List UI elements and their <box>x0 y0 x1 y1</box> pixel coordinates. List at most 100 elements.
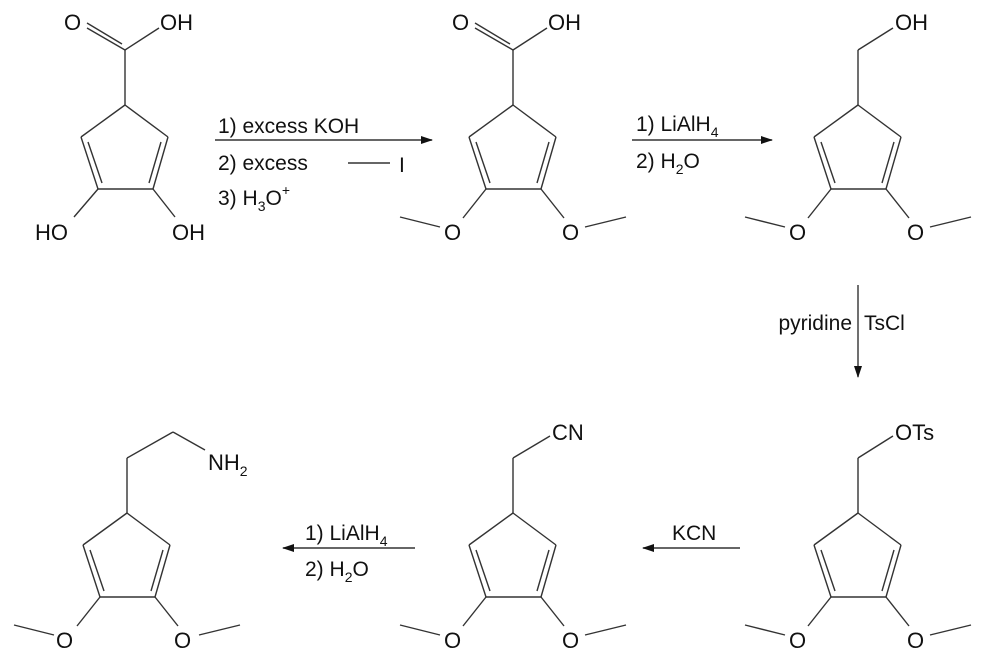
o-text: O <box>352 558 368 581</box>
tosylate-label: OTs <box>895 420 934 445</box>
ring-double-bond <box>813 136 832 190</box>
methoxy-left-oxygen: O <box>444 628 461 653</box>
ring-bond <box>857 512 902 546</box>
c-o-bond <box>885 596 910 627</box>
nitrile-label: CN <box>552 420 584 445</box>
o-methyl-bond <box>744 216 786 228</box>
c-o-bond <box>540 596 565 627</box>
acid-hydroxyl-label: OH <box>548 10 581 35</box>
hydroxyl-label: OH <box>895 10 928 35</box>
o-methyl-bond <box>584 216 627 228</box>
o-text: O <box>265 187 281 210</box>
carbonyl-oxygen-label: O <box>64 10 81 35</box>
ring-double-bond <box>80 136 99 190</box>
ring-double-bond <box>152 136 169 190</box>
methoxy-right-oxygen: O <box>174 628 191 653</box>
h-text: 3) H <box>218 187 258 210</box>
ring-double-bond-inner <box>150 549 164 592</box>
c-o-bond <box>73 188 99 218</box>
methoxy-left-oxygen: O <box>789 628 806 653</box>
ring-double-bond-inner <box>881 141 895 184</box>
ring-double-bond-inner <box>536 141 550 184</box>
carbonyl-oxygen-label: O <box>452 10 469 35</box>
ring-bond <box>468 104 514 138</box>
step5-reagent-2: 2) H2O <box>305 558 369 585</box>
ring-bond <box>857 104 902 138</box>
ring-double-bond <box>154 544 171 598</box>
ring-bond <box>124 104 169 138</box>
c-o-bond <box>807 188 832 219</box>
c-o-bond <box>462 188 487 219</box>
c-oh-bond <box>124 27 160 51</box>
o-methyl-bond <box>399 216 441 228</box>
o-methyl-bond <box>744 624 786 636</box>
ring-bond <box>126 512 171 546</box>
c-o-bond <box>807 596 832 627</box>
subscript: 3 <box>258 198 266 214</box>
ring-bond <box>468 512 514 546</box>
ring-double-bond-inner <box>820 549 836 592</box>
hydroxyl-left-label: HO <box>35 220 68 245</box>
o-methyl-bond <box>198 624 241 636</box>
ring-double-bond <box>540 136 557 190</box>
lialh-text: 1) LiAlH <box>305 522 380 545</box>
o-methyl-bond <box>929 216 972 228</box>
amine-nh: NH <box>208 450 240 475</box>
bonds-layer <box>13 22 972 636</box>
ring-bond <box>512 104 557 138</box>
subscript: 4 <box>711 124 719 140</box>
step2-reagent-1: 1) LiAlH4 <box>636 113 719 140</box>
c-oh-bond <box>512 27 548 51</box>
ring-bond <box>512 512 557 546</box>
methoxy-left-oxygen: O <box>56 628 73 653</box>
o-methyl-bond <box>399 624 441 636</box>
step1-reagent-1: 1) excess KOH <box>218 115 359 138</box>
ring-double-bond-inner <box>475 141 491 184</box>
ring-double-bond <box>82 544 101 598</box>
amine-subscript: 2 <box>240 463 248 479</box>
ring-double-bond <box>813 544 832 598</box>
step2-reagent-2: 2) H2O <box>636 150 700 177</box>
ring-double-bond-inner <box>89 549 105 592</box>
methoxy-left-oxygen: O <box>444 220 461 245</box>
c-o-bond <box>885 188 910 219</box>
superscript: + <box>282 182 290 198</box>
ring-bond <box>813 512 859 546</box>
c-o-bond <box>154 596 179 627</box>
step3-reagent-right: TsCl <box>864 312 905 335</box>
c-c-bond <box>126 431 174 459</box>
ring-bond <box>82 512 128 546</box>
o-methyl-bond <box>584 624 627 636</box>
ring-double-bond-inner <box>881 549 895 592</box>
o-methyl-bond <box>929 624 972 636</box>
c-o-bond <box>540 188 565 219</box>
c-x-bond <box>857 435 894 459</box>
h-text: 2) H <box>636 150 676 173</box>
ring-double-bond-inner <box>536 549 550 592</box>
c-o-bond <box>462 596 487 627</box>
c-o-bond <box>76 596 101 627</box>
o-methyl-bond <box>13 624 55 636</box>
methoxy-right-oxygen: O <box>907 628 924 653</box>
c-o-double-bond <box>474 27 514 51</box>
acid-hydroxyl-label: OH <box>160 10 193 35</box>
c-n-bond <box>172 431 206 451</box>
step1-reagent-2: 2) excess <box>218 152 308 175</box>
lialh-text: 1) LiAlH <box>636 113 711 136</box>
iodide-label: I <box>399 154 405 177</box>
methoxy-right-oxygen: O <box>562 628 579 653</box>
ring-bond <box>80 104 126 138</box>
step1-reagent-3: 3) H3O+ <box>218 182 290 214</box>
step5-reagent-1: 1) LiAlH4 <box>305 522 388 549</box>
c-o-double-bond <box>86 27 126 51</box>
methoxy-left-oxygen: O <box>789 220 806 245</box>
methoxy-right-oxygen: O <box>562 220 579 245</box>
c-o-bond <box>152 188 176 218</box>
ring-double-bond-inner <box>148 141 162 184</box>
ring-double-bond <box>468 136 487 190</box>
step3-reagent-left: pyridine <box>778 312 852 335</box>
h-text: 2) H <box>305 558 345 581</box>
c-x-bond <box>857 27 894 51</box>
